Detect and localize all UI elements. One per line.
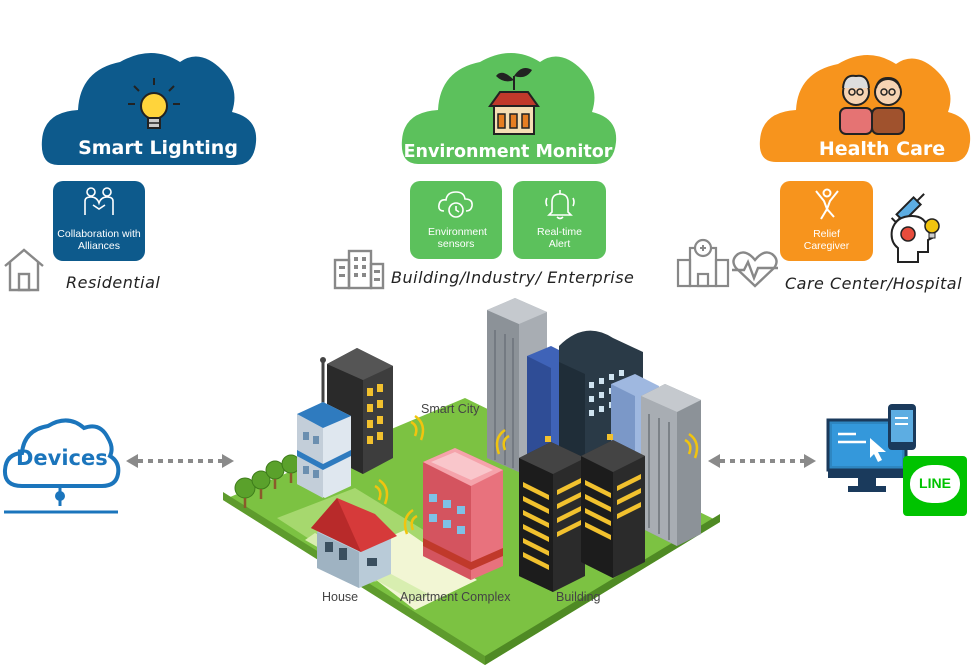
smart-lighting-title: Smart Lighting [78, 137, 238, 159]
line-badge-text: LINE [919, 475, 951, 491]
devices-label: Devices [16, 446, 108, 470]
line-bubble [910, 465, 960, 503]
bell-icon [545, 190, 575, 220]
elderly-couple-icon [839, 74, 905, 135]
health-care-title: Health Care [818, 138, 946, 160]
smart-city-map [223, 298, 720, 665]
phone-icon [888, 404, 916, 450]
cloud-sensor-icon [438, 191, 473, 218]
right-dashed-arrow [708, 454, 816, 468]
relief-person-icon [815, 188, 839, 220]
apartment-complex-label: Apartment Complex [400, 590, 511, 604]
environment-sensors-label: Environment sensors [428, 225, 487, 251]
building-caption: Building/Industry/ Enterprise [391, 268, 635, 287]
residential-caption: Residential [66, 273, 161, 292]
office-building-icon [333, 249, 385, 290]
house-icon [4, 248, 44, 292]
environment-sensors-tile: Environment sensors [410, 181, 502, 259]
collaboration-label: Collaboration with Alliances [57, 227, 141, 253]
relief-caregiver-label: Relief Caregiver [803, 227, 850, 253]
real-time-alert-tile: Real-time Alert [513, 181, 606, 259]
house-label: House [322, 590, 359, 604]
left-dashed-arrow [126, 454, 234, 468]
collaboration-tile: Collaboration with Alliances [53, 181, 145, 261]
lightbulb-icon [128, 78, 180, 129]
smart-city-label: Smart City [421, 402, 480, 416]
hospital-icon [676, 238, 730, 288]
plant-house-icon [488, 68, 540, 135]
environment-monitor-title: Environment Monitor [403, 142, 613, 162]
handshake-icon [84, 187, 114, 215]
care-center-caption: Care Center/Hospital [785, 274, 963, 293]
head-idea-icon [890, 214, 940, 263]
devices-cloud [2, 418, 121, 514]
monitor-icon [826, 418, 908, 492]
line-app-badge: LINE [903, 456, 967, 516]
heartbeat-icon [732, 251, 778, 288]
relief-caregiver-tile: Relief Caregiver [780, 181, 873, 261]
building-label: Building [556, 590, 601, 604]
real-time-alert-label: Real-time Alert [537, 225, 582, 251]
